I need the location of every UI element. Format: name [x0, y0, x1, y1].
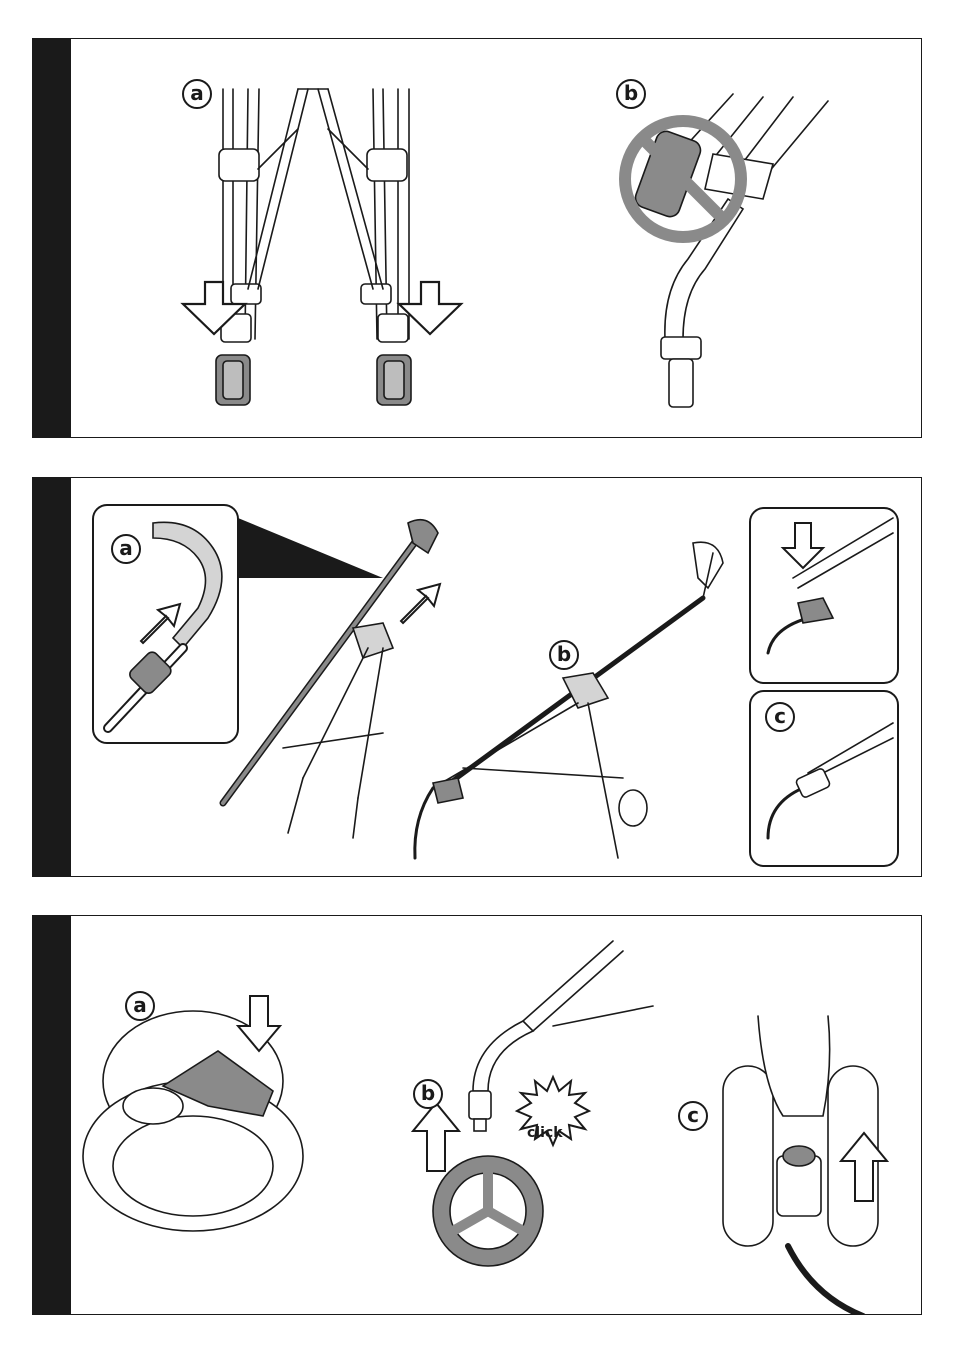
- panel-3-illustration: [33, 916, 922, 1315]
- arrow-up-icon-3b: [413, 1103, 459, 1171]
- step-label-2c: c: [765, 702, 795, 732]
- stroller-legs-front-view: [219, 89, 409, 342]
- wheel-closeup: [83, 996, 303, 1231]
- hand-removing-wheel: [723, 1016, 887, 1315]
- step-label-3b: b: [413, 1079, 443, 1109]
- detached-wheel-left: [216, 355, 250, 405]
- stroller-unfolded-side: [415, 542, 723, 858]
- zoom-pointer: [238, 518, 383, 578]
- click-text: click: [527, 1125, 563, 1141]
- panel-1-illustration: [33, 39, 922, 438]
- detached-wheel-right: [377, 355, 411, 405]
- step-panel-3: a b c click: [32, 915, 922, 1315]
- step-label-2a: a: [111, 534, 141, 564]
- step-label-3c: c: [678, 1101, 708, 1131]
- step-label-3a: a: [125, 991, 155, 1021]
- step-panel-2: a b c: [32, 477, 922, 877]
- step-panel-1: a b: [32, 38, 922, 438]
- panel-2-illustration: [33, 478, 922, 877]
- arrow-up-right-icon-2: [401, 584, 440, 623]
- step-label-1b: b: [616, 79, 646, 109]
- step-label-2b: b: [549, 640, 579, 670]
- step-label-1a: a: [182, 79, 212, 109]
- leg-wheel-attach: [413, 941, 653, 1266]
